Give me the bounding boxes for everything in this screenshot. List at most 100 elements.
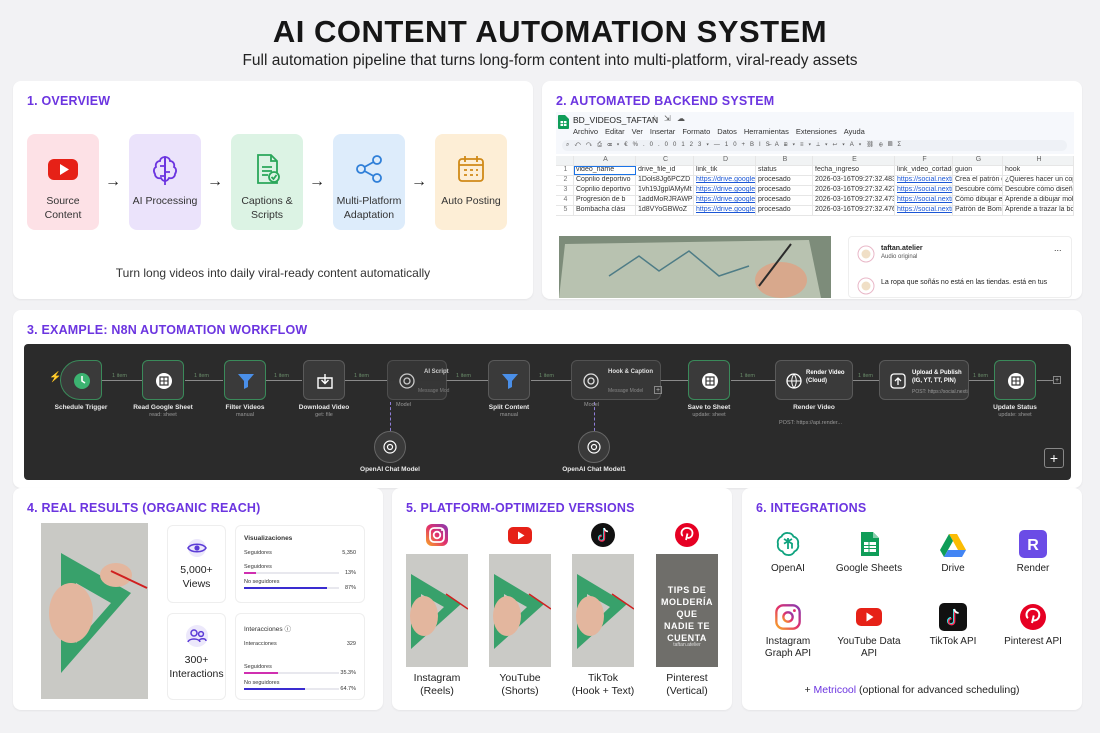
cell[interactable]: Descubre cómo diseñar bbox=[1005, 186, 1074, 195]
interactions-stat: 300+ Interactions bbox=[167, 613, 226, 700]
step-label: Multi-Platform Adaptation bbox=[336, 195, 402, 221]
col-letter[interactable]: G bbox=[953, 156, 1003, 165]
cell[interactable]: Bombacha clási bbox=[574, 206, 636, 215]
cell-link[interactable]: https://social.nextia bbox=[897, 176, 953, 185]
col-letter[interactable]: E bbox=[813, 156, 895, 165]
cell-link[interactable]: https://drive.google bbox=[696, 196, 756, 205]
cell[interactable]: Patrón de Bomb bbox=[955, 206, 1003, 215]
menu-editar[interactable]: Editar bbox=[605, 127, 625, 136]
cloud-icon[interactable]: ☁ bbox=[677, 114, 685, 123]
header-cell[interactable]: status bbox=[756, 166, 813, 175]
cell[interactable]: 2026-03-16T09:27:32.427 bbox=[815, 186, 895, 195]
move-icon[interactable]: ⇲ bbox=[664, 114, 671, 123]
cell[interactable]: Aprende a trazar la bom bbox=[1005, 206, 1074, 215]
cell[interactable]: 2026-03-16T09:27:32.473 bbox=[815, 196, 895, 205]
cell-link[interactable]: https://social.nextia bbox=[897, 186, 953, 195]
cell-link[interactable]: https://social.nextia bbox=[897, 196, 953, 205]
node-read-google-sheet[interactable] bbox=[142, 360, 184, 400]
viz-seg-fill bbox=[244, 572, 257, 574]
google-sheets-icon bbox=[861, 532, 879, 556]
video-thumbnail[interactable] bbox=[559, 236, 831, 298]
cell-link[interactable]: https://drive.google bbox=[696, 186, 756, 195]
platform-pinterest-icon-wrap bbox=[656, 523, 718, 547]
menu-herramientas[interactable]: Herramientas bbox=[743, 127, 789, 136]
header-cell[interactable]: video_name bbox=[574, 166, 636, 175]
post-username[interactable]: taftan.atelier bbox=[881, 245, 923, 252]
col-letter[interactable]: H bbox=[1003, 156, 1074, 165]
cell[interactable]: Coprilio deportivo bbox=[574, 176, 636, 185]
header-cell[interactable]: link_tik bbox=[694, 166, 756, 175]
workflow-title: 3. EXAMPLE: N8N AUTOMATION WORKFLOW bbox=[27, 323, 308, 337]
instagram-preview[interactable] bbox=[406, 554, 468, 667]
sheet-doc-title[interactable]: BD_VIDEOS_TAFTAN bbox=[573, 115, 659, 125]
menu-extensiones[interactable]: Extensiones bbox=[795, 127, 837, 136]
col-letter[interactable]: D bbox=[694, 156, 756, 165]
metricool-link[interactable]: Metricool bbox=[813, 684, 857, 696]
menu-ayuda[interactable]: Ayuda bbox=[843, 127, 865, 136]
header-cell[interactable]: fecha_ingreso bbox=[813, 166, 895, 175]
cell[interactable]: Crea el patrón d bbox=[955, 176, 1003, 185]
header-cell[interactable]: guion bbox=[953, 166, 1003, 175]
node-render-video[interactable]: Render Video (Cloud) bbox=[775, 360, 853, 400]
cell[interactable]: 1addMoRJRAWP bbox=[638, 196, 694, 205]
plus-port[interactable]: + bbox=[1053, 376, 1061, 384]
post-audio[interactable]: Audio original bbox=[881, 254, 918, 260]
node-filter-videos[interactable] bbox=[224, 360, 266, 400]
node-hook-caption[interactable]: Hook & Caption Message Model bbox=[571, 360, 661, 400]
more-options-icon[interactable]: ... bbox=[1054, 243, 1062, 253]
platforms-title: 5. PLATFORM-OPTIMIZED VERSIONS bbox=[406, 501, 635, 515]
instagram-icon bbox=[426, 524, 448, 546]
cell[interactable]: 1d8VYoGBWoZ bbox=[636, 206, 694, 215]
cell[interactable]: Descubre cómo diseñar bbox=[955, 186, 1003, 195]
menu-insertar[interactable]: Insertar bbox=[649, 127, 676, 136]
cell[interactable]: procesado bbox=[756, 186, 813, 195]
menu-ver[interactable]: Ver bbox=[631, 127, 643, 136]
arrow-icon: → bbox=[105, 173, 121, 190]
node-openai-chat-model1[interactable] bbox=[578, 431, 610, 463]
tiktok-preview[interactable] bbox=[572, 554, 634, 667]
node-split-content[interactable] bbox=[488, 360, 530, 400]
cell[interactable]: 1Dols8Jg6PCZD bbox=[636, 176, 694, 185]
header-cell[interactable]: drive_file_id bbox=[636, 166, 694, 175]
menu-archivo[interactable]: Archivo bbox=[573, 127, 599, 136]
menu-datos[interactable]: Datos bbox=[717, 127, 737, 136]
node-save-to-sheet[interactable] bbox=[688, 360, 730, 400]
node-schedule-trigger[interactable] bbox=[60, 360, 102, 400]
cell[interactable]: 2026-03-16T09:27:32.483 bbox=[815, 176, 895, 185]
pinterest-preview[interactable]: TIPS DE MOLDERÍA QUE NADIE TE CUENTA taf… bbox=[656, 554, 718, 667]
col-letter[interactable]: C bbox=[636, 156, 694, 165]
node-download-video[interactable] bbox=[303, 360, 345, 400]
youtube-icon bbox=[508, 527, 532, 544]
cell[interactable]: ¿Quieres hacer un copri bbox=[1005, 176, 1074, 185]
header-cell[interactable]: link_video_cortado bbox=[897, 166, 953, 175]
col-letter[interactable]: B bbox=[756, 156, 813, 165]
cell-link[interactable]: https://social.nextia bbox=[897, 206, 953, 215]
node-ai-script[interactable]: AI Script Message Mod bbox=[387, 360, 449, 400]
cell[interactable]: procesado bbox=[756, 206, 813, 215]
header-cell[interactable]: hook bbox=[1003, 166, 1074, 175]
cell-link[interactable]: https://drive.google bbox=[696, 176, 756, 185]
star-icon[interactable]: ☆ bbox=[651, 114, 659, 123]
youtube-preview[interactable] bbox=[489, 554, 551, 667]
plus-port[interactable]: + bbox=[654, 386, 662, 394]
node-sub: update: sheet bbox=[998, 412, 1032, 418]
cell-link[interactable]: https://drive.google bbox=[696, 206, 756, 215]
col-letter[interactable]: F bbox=[895, 156, 953, 165]
cell[interactable]: Coprilio deportivo bbox=[574, 186, 636, 195]
arrow-icon: → bbox=[207, 173, 223, 190]
n8n-canvas[interactable]: 1 item 1 item 1 item 1 item 1 item 1 ite… bbox=[24, 344, 1071, 480]
cell[interactable]: Progresión de b bbox=[574, 196, 636, 205]
cell[interactable]: 1vh19JgplAMyMt bbox=[636, 186, 694, 195]
cell[interactable]: procesado bbox=[756, 176, 813, 185]
cell[interactable]: 2026-03-16T09:27:32.476 bbox=[815, 206, 895, 215]
cell[interactable]: procesado bbox=[756, 196, 813, 205]
cell[interactable]: Aprende a dibujar molde bbox=[1005, 196, 1074, 205]
add-node-button[interactable]: + bbox=[1044, 448, 1064, 468]
node-update-status[interactable] bbox=[994, 360, 1036, 400]
cell[interactable]: Cómo dibujar el bbox=[955, 196, 1003, 205]
integration-label: Drive bbox=[941, 563, 965, 574]
node-openai-chat-model[interactable] bbox=[374, 431, 406, 463]
col-letter[interactable]: A bbox=[574, 156, 636, 165]
node-upload-publish[interactable]: Upload & Publish (IG, YT, TT, PIN) POST:… bbox=[879, 360, 969, 400]
menu-formato[interactable]: Formato bbox=[682, 127, 711, 136]
